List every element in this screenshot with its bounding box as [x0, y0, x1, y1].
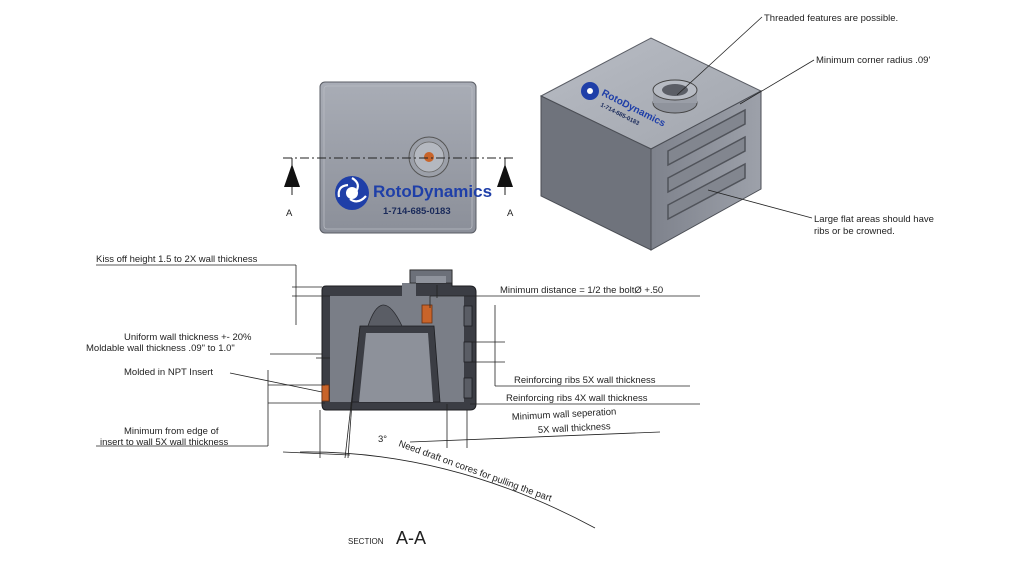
npt-insert-top	[421, 304, 433, 324]
note-reinf-4x: Reinforcing ribs 4X wall thickness	[506, 393, 648, 404]
section-ribs	[463, 305, 473, 399]
callout-flat-areas-2: ribs or be crowned.	[814, 226, 895, 237]
note-min-distance: Minimum distance = 1/2 the boltØ +.50	[500, 285, 663, 296]
section-mark-left: A	[286, 208, 293, 219]
note-min-wall-sep-1: Minimum wall seperation	[512, 407, 617, 423]
section-arrow-right: A	[497, 158, 514, 219]
note-reinf-5x: Reinforcing ribs 5X wall thickness	[514, 375, 656, 386]
note-npt-insert: Molded in NPT Insert	[124, 367, 213, 378]
iso-ribs	[667, 108, 746, 221]
isometric-view: RotoDynamics 1-714-685-0183 Threaded fea…	[539, 13, 934, 251]
logo-brand: RotoDynamics	[373, 182, 492, 201]
npt-insert-left	[321, 384, 330, 402]
note-min-edge-1: Minimum from edge of	[124, 426, 219, 437]
note-draft: Need draft on cores for pulling the part	[397, 438, 553, 504]
section-mark-right: A	[507, 208, 514, 219]
note-min-edge-2: insert to wall 5X wall thickness	[100, 437, 229, 448]
threaded-port	[408, 136, 450, 178]
front-logo: RotoDynamics 1-714-685-0183	[335, 176, 492, 217]
note-min-wall-sep-2: 5X wall thickness	[538, 421, 612, 436]
logo-phone: 1-714-685-0183	[383, 206, 451, 217]
callout-corner-radius: Minimum corner radius .09'	[816, 55, 930, 66]
note-uniform-wall: Uniform wall thickness +- 20%	[124, 332, 252, 343]
section-arrow-left: A	[284, 158, 300, 219]
note-moldable-wall: Moldable wall thickness .09" to 1.0"	[86, 343, 235, 354]
front-view: A A RotoDynamics 1-714-685-0183	[283, 81, 515, 234]
callout-flat-areas-1: Large flat areas should have	[814, 214, 934, 225]
section-title-prefix: SECTION	[348, 537, 384, 546]
callout-threaded: Threaded features are possible.	[764, 13, 898, 24]
note-kiss-off: Kiss off height 1.5 to 2X wall thickness	[96, 254, 258, 265]
section-view: Kiss off height 1.5 to 2X wall thickness…	[86, 254, 700, 548]
section-title-name: A-A	[396, 528, 426, 548]
note-draft-angle: 3°	[378, 434, 387, 445]
iso-threaded-boss	[652, 79, 698, 114]
